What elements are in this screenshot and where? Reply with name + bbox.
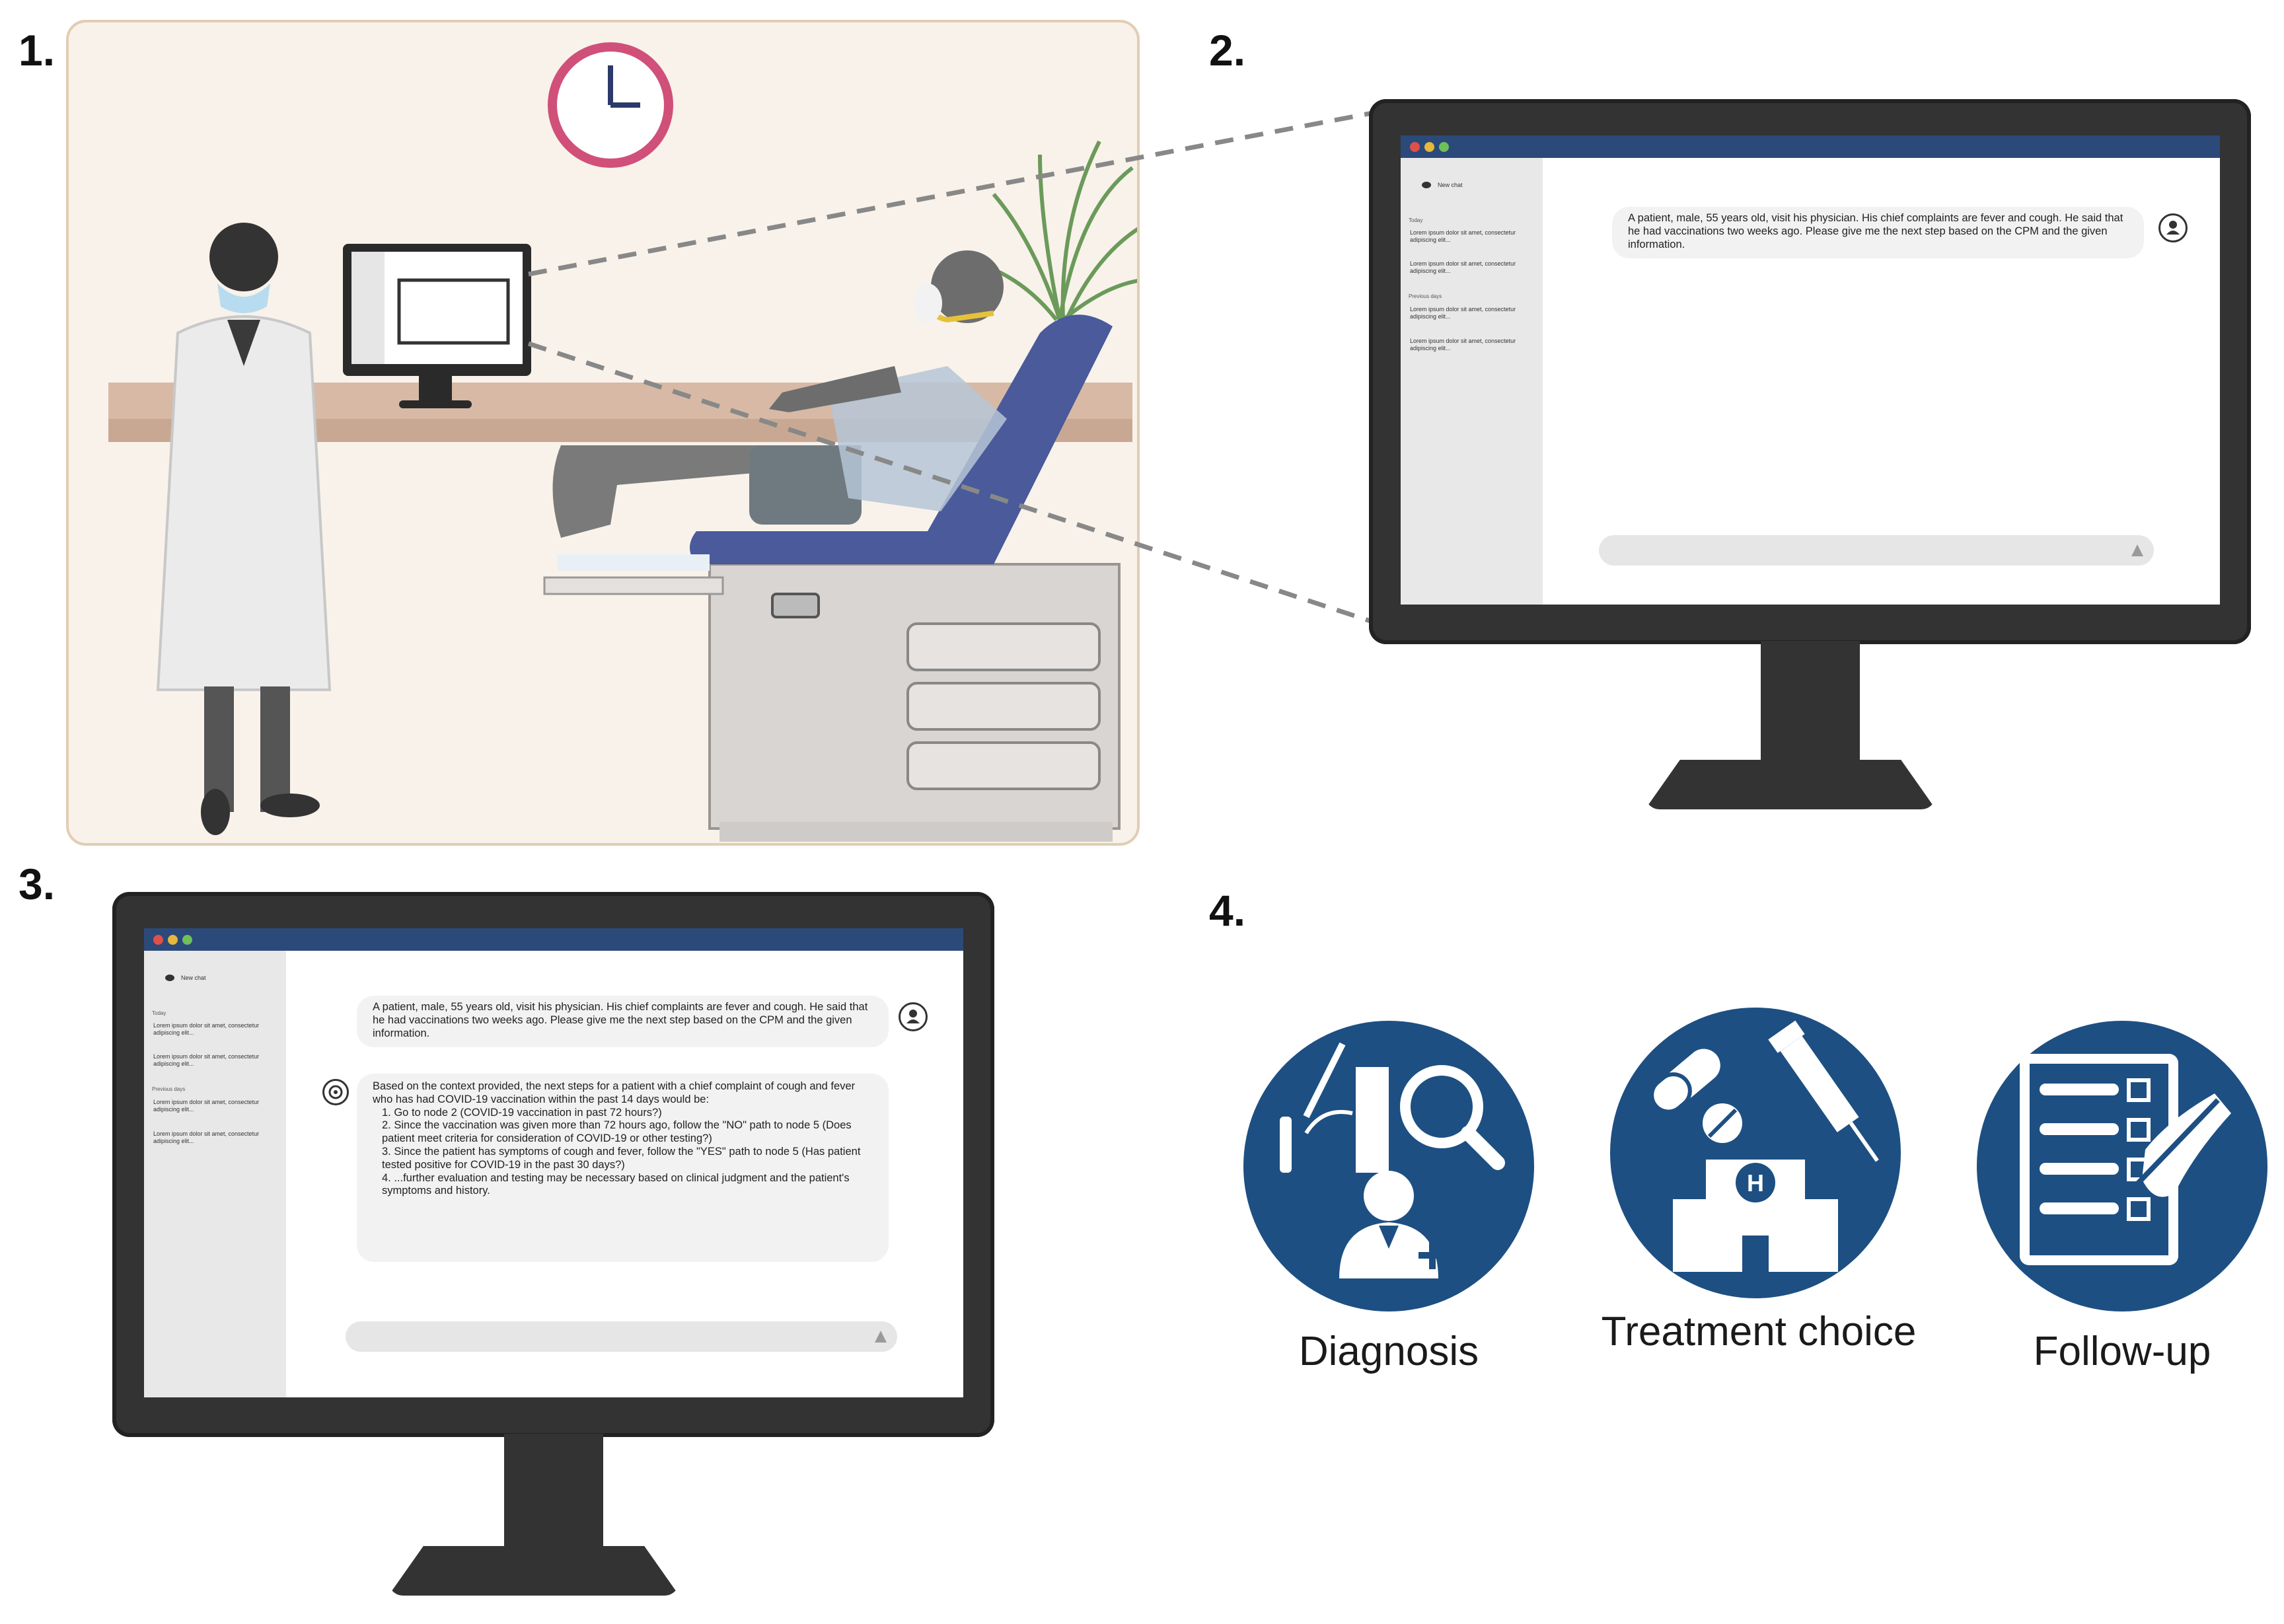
- chat-bubble-icon: [1422, 182, 1431, 188]
- minimize-dot-icon[interactable]: [168, 935, 178, 945]
- diagnosis-icon: [1243, 1021, 1534, 1311]
- follow-up-icon: [1977, 1021, 2267, 1311]
- follow-up-label: Follow-up: [2033, 1329, 2211, 1374]
- assistant-avatar-icon: [322, 1079, 349, 1105]
- desk-monitor-icon: [343, 244, 531, 408]
- send-icon[interactable]: [2131, 544, 2143, 556]
- sidebar-history-item[interactable]: Lorem ipsum dolor sit amet, consectetur …: [153, 1130, 260, 1144]
- panel-number-2: 2.: [1209, 26, 1246, 75]
- panel-number-4: 4.: [1209, 886, 1246, 935]
- maximize-dot-icon[interactable]: [182, 935, 192, 945]
- user-avatar-icon: [2158, 213, 2188, 242]
- new-chat-button[interactable]: New chat: [1438, 182, 1463, 188]
- sidebar-heading-previous: Previous days: [1409, 293, 1442, 299]
- send-icon[interactable]: [875, 1331, 887, 1343]
- assistant-response-bubble: Based on the context provided, the next …: [357, 1074, 889, 1262]
- sidebar-history-item[interactable]: Lorem ipsum dolor sit amet, consectetur …: [1410, 260, 1516, 274]
- user-avatar-icon: [899, 1002, 928, 1031]
- sidebar-heading-previous: Previous days: [152, 1086, 186, 1092]
- response-step: 2. Since the vaccination was given more …: [382, 1119, 852, 1145]
- response-intro: Based on the context provided, the next …: [373, 1080, 856, 1105]
- close-dot-icon[interactable]: [153, 935, 163, 945]
- response-step: 4. ...further evaluation and testing may…: [382, 1171, 850, 1197]
- maximize-dot-icon[interactable]: [1439, 142, 1449, 152]
- response-step: 3. Since the patient has symptoms of cou…: [382, 1145, 861, 1171]
- panel-number-3: 3.: [18, 860, 55, 908]
- window-titlebar: [1401, 135, 2220, 158]
- diagnosis-label: Diagnosis: [1298, 1329, 1479, 1374]
- sidebar-history-item[interactable]: Lorem ipsum dolor sit amet, consectetur …: [153, 1053, 260, 1067]
- minimize-dot-icon[interactable]: [1424, 142, 1434, 152]
- message-input[interactable]: [1599, 535, 2154, 566]
- new-chat-button[interactable]: New chat: [181, 975, 206, 981]
- sidebar-history-item[interactable]: Lorem ipsum dolor sit amet, consectetur …: [1410, 229, 1516, 243]
- message-input[interactable]: [346, 1321, 897, 1352]
- sidebar-history-item[interactable]: Lorem ipsum dolor sit amet, consectetur …: [1410, 338, 1516, 351]
- response-step: 1. Go to node 2 (COVID-19 vaccination in…: [382, 1106, 662, 1119]
- window-titlebar: [144, 928, 963, 951]
- sidebar-history-item[interactable]: Lorem ipsum dolor sit amet, consectetur …: [1410, 306, 1516, 320]
- chat-bubble-icon: [165, 975, 174, 981]
- user-prompt-bubble: A patient, male, 55 years old, visit his…: [1612, 207, 2144, 258]
- clock-icon: [548, 42, 673, 168]
- treatment-choice-label: Treatment choice: [1601, 1309, 1917, 1354]
- patient-figure-icon: [552, 250, 1007, 538]
- svg-text:H: H: [1747, 1169, 1764, 1197]
- sidebar-heading-today: Today: [152, 1010, 166, 1016]
- chat-sidebar: New chat Today Lorem ipsum dolor sit ame…: [1401, 158, 1543, 605]
- user-prompt-bubble: A patient, male, 55 years old, visit his…: [357, 996, 889, 1047]
- sidebar-heading-today: Today: [1409, 217, 1423, 223]
- sidebar-history-item[interactable]: Lorem ipsum dolor sit amet, consectetur …: [153, 1099, 260, 1113]
- chat-window-panel-2: New chat Today Lorem ipsum dolor sit ame…: [1401, 135, 2220, 605]
- sidebar-history-item[interactable]: Lorem ipsum dolor sit amet, consectetur …: [153, 1022, 260, 1036]
- doctor-figure-icon: [156, 223, 332, 835]
- close-dot-icon[interactable]: [1410, 142, 1420, 152]
- chat-sidebar: New chat Today Lorem ipsum dolor sit ame…: [144, 951, 286, 1397]
- chat-window-panel-3: New chat Today Lorem ipsum dolor sit ame…: [144, 928, 963, 1397]
- exam-room-scene: [66, 20, 1140, 846]
- treatment-icon: H: [1610, 1008, 1901, 1298]
- panel-number-1: 1.: [18, 26, 55, 75]
